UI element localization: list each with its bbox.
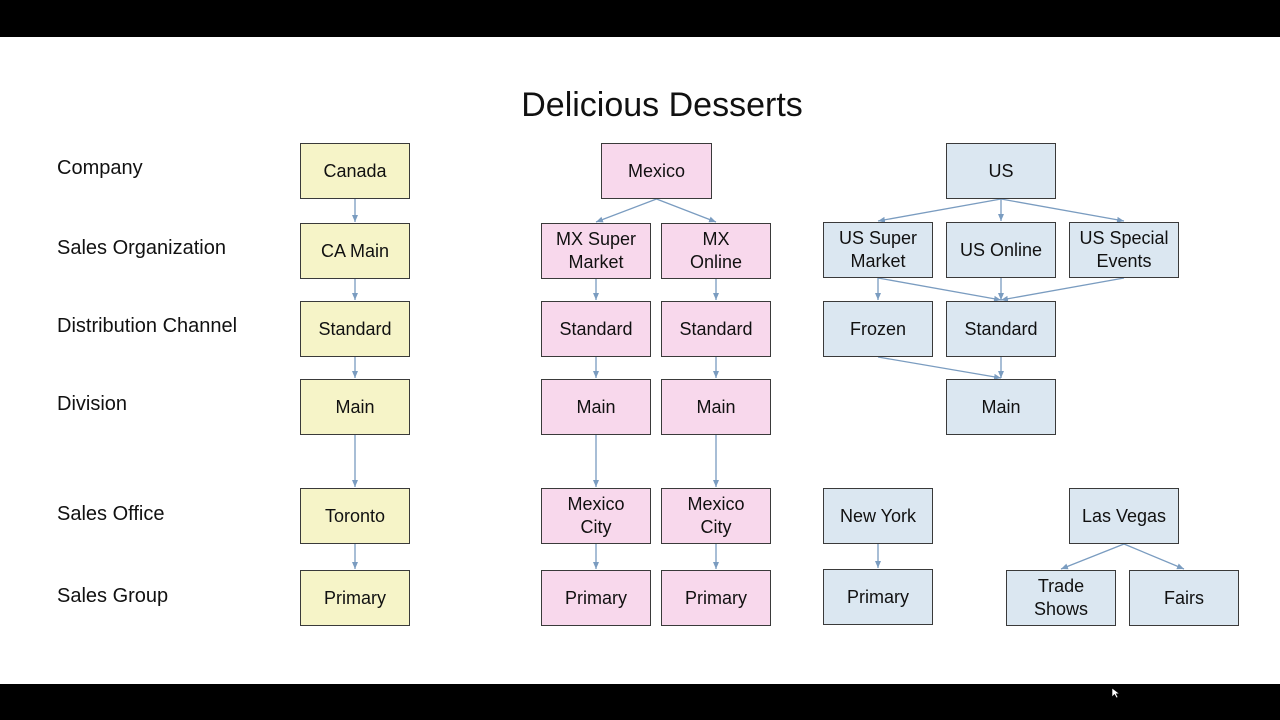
node-ca-standard: Standard: [300, 301, 410, 357]
node-mx-online-main: Main: [661, 379, 771, 435]
node-mexico-city-1: Mexico City: [541, 488, 651, 544]
connector-us-to-us_special: [1000, 198, 1125, 223]
node-mx-online: MX Online: [661, 223, 771, 279]
node-us-standard: Standard: [946, 301, 1056, 357]
node-toronto: Toronto: [300, 488, 410, 544]
node-fairs: Fairs: [1129, 570, 1239, 626]
connector-us_special-to-us_standard: [1000, 277, 1125, 302]
node-mx-primary-2: Primary: [661, 570, 771, 626]
connector-lines: [352, 198, 1185, 570]
node-las-vegas: Las Vegas: [1069, 488, 1179, 544]
connector-mexico-to-mx_online: [656, 198, 717, 223]
connector-us_super-to-us_standard: [877, 277, 1002, 302]
node-ny-primary: Primary: [823, 569, 933, 625]
slide: Delicious Desserts Company Sales Organiz…: [0, 37, 1280, 684]
node-mx-primary-1: Primary: [541, 570, 651, 626]
connector-us_frozen-to-us_main: [877, 356, 1002, 380]
node-mx-super-main: Main: [541, 379, 651, 435]
connector-us-to-us_super: [877, 198, 1002, 223]
node-canada: Canada: [300, 143, 410, 199]
node-us-main: Main: [946, 379, 1056, 435]
node-ca-division-main: Main: [300, 379, 410, 435]
node-us-super-market: US Super Market: [823, 222, 933, 278]
node-ca-main: CA Main: [300, 223, 410, 279]
level-label-sales-office: Sales Office: [57, 503, 165, 525]
connector-mexico-to-mx_super: [595, 198, 657, 223]
node-ca-primary: Primary: [300, 570, 410, 626]
diagram-title: Delicious Desserts: [521, 86, 803, 124]
node-mx-online-standard: Standard: [661, 301, 771, 357]
node-mx-super-standard: Standard: [541, 301, 651, 357]
node-trade-shows: Trade Shows: [1006, 570, 1116, 626]
connector-las_vegas-to-trade_shows: [1060, 543, 1125, 570]
node-us-online: US Online: [946, 222, 1056, 278]
level-label-sales-organization: Sales Organization: [57, 237, 226, 259]
node-us-special-events: US Special Events: [1069, 222, 1179, 278]
level-label-distribution-channel: Distribution Channel: [57, 315, 238, 337]
node-mexico-city-2: Mexico City: [661, 488, 771, 544]
level-label-division: Division: [57, 393, 128, 415]
node-new-york: New York: [823, 488, 933, 544]
node-mexico: Mexico: [601, 143, 712, 199]
level-label-company: Company: [57, 157, 143, 179]
connector-las_vegas-to-fairs: [1123, 543, 1185, 570]
node-mx-super-market: MX Super Market: [541, 223, 651, 279]
node-us: US: [946, 143, 1056, 199]
node-us-frozen: Frozen: [823, 301, 933, 357]
mouse-cursor-icon: [1112, 688, 1121, 698]
level-label-sales-group: Sales Group: [57, 585, 169, 607]
